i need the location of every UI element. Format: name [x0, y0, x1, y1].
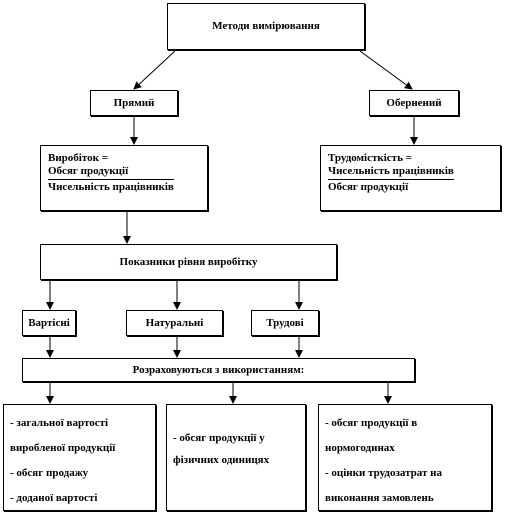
list-item: - доданої вартості — [10, 492, 98, 504]
labor-sources-list: - обсяг продукції в нормогодинах - оцінк… — [325, 411, 442, 511]
natural-type-label: Натуральні — [145, 316, 204, 329]
list-item: - обсяг продукції у — [173, 432, 265, 444]
direct-method-box: Прямий — [90, 90, 178, 116]
calculated-using-label: Розраховуються з використанням: — [132, 363, 305, 376]
list-item: - оцінки трудозатрат на — [325, 467, 442, 479]
inverse-method-label: Обернений — [386, 96, 442, 109]
list-item: нормогодинах — [325, 442, 395, 454]
labor-intensity-formula-denominator: Обсяг продукції — [328, 181, 409, 193]
list-item: фізичних одиницях — [173, 454, 270, 466]
list-item: - обсяг продукції в — [325, 417, 418, 429]
labor-intensity-formula-title: Трудомісткість = — [328, 152, 412, 164]
list-item: - обсяг продажу — [10, 467, 89, 479]
cost-sources-box: - загальної вартості виробленої продукці… — [3, 404, 156, 511]
labor-intensity-formula: Трудомісткість = Чисельність працівників… — [328, 152, 454, 194]
arrow-top-to-inverse — [359, 50, 413, 90]
list-item: - загальної вартості — [10, 417, 109, 429]
output-formula-numerator: Обсяг продукції — [48, 165, 174, 180]
natural-type-box: Натуральні — [126, 310, 223, 336]
labor-type-label: Трудові — [266, 316, 304, 329]
indicators-box: Показники рівня виробітку — [40, 244, 337, 280]
labor-sources-box: - обсяг продукції в нормогодинах - оцінк… — [318, 404, 492, 511]
indicators-label: Показники рівня виробітку — [119, 255, 258, 268]
output-formula: Виробіток = Обсяг продукції Чисельність … — [48, 152, 174, 194]
measurement-methods-box: Методи вимірювання — [167, 3, 365, 50]
cost-type-label: Вартісні — [28, 316, 70, 329]
labor-type-box: Трудові — [251, 310, 319, 336]
list-item: виконання замовлень — [325, 492, 434, 504]
labor-intensity-formula-box: Трудомісткість = Чисельність працівників… — [320, 145, 501, 211]
inverse-method-box: Обернений — [369, 90, 459, 116]
list-item: виробленої продукції — [10, 442, 116, 454]
output-formula-title: Виробіток = — [48, 152, 108, 164]
cost-sources-list: - загальної вартості виробленої продукці… — [10, 411, 115, 511]
cost-type-box: Вартісні — [22, 310, 76, 336]
natural-sources-box: - обсяг продукції у фізичних одиницях — [166, 404, 306, 511]
calculated-using-box: Розраховуються з використанням: — [22, 358, 415, 382]
natural-sources-list: - обсяг продукції у фізичних одиницях — [173, 427, 269, 471]
labor-intensity-formula-numerator: Чисельність працівників — [328, 165, 454, 180]
output-formula-box: Виробіток = Обсяг продукції Чисельність … — [40, 145, 208, 211]
arrow-top-to-direct — [133, 50, 176, 90]
measurement-methods-label: Методи вимірювання — [212, 20, 320, 32]
output-formula-denominator: Чисельність працівників — [48, 181, 174, 193]
direct-method-label: Прямий — [113, 96, 155, 109]
